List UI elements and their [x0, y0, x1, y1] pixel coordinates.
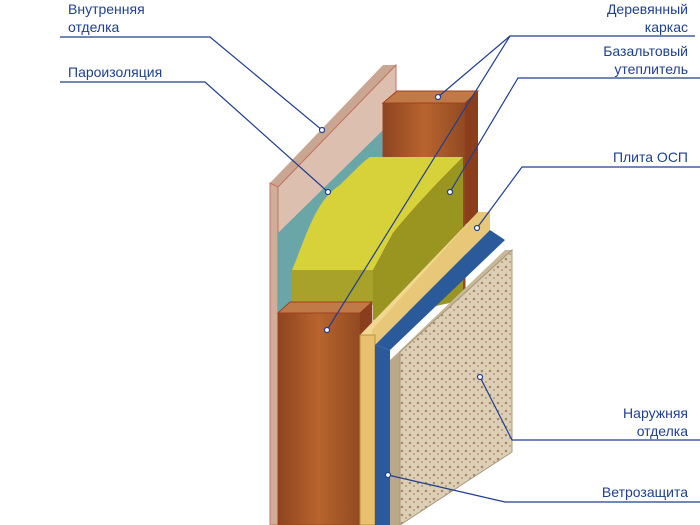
label-exterior-finish: Наружняя отделка — [623, 404, 688, 440]
label-wood-frame: Деревянный каркас — [607, 0, 688, 36]
label-line: Внутренняя — [68, 1, 145, 17]
label-line: Пароизоляция — [68, 64, 163, 80]
label-line: каркас — [644, 19, 688, 35]
label-line: Плита ОСП — [612, 149, 688, 165]
front-wood-stud — [276, 301, 374, 525]
leader-lines — [60, 35, 700, 503]
label-basalt-insulation: Базальтовый утеплитель — [603, 42, 688, 78]
label-line: утеплитель — [614, 61, 688, 77]
label-line: Базальтовый — [603, 43, 688, 59]
leader-dots — [318, 93, 484, 479]
label-line: Наружняя — [623, 405, 688, 421]
exterior-finish-layer — [390, 248, 513, 525]
label-line: отделка — [68, 19, 120, 35]
label-wind-barrier: Ветрозащита — [602, 483, 688, 501]
label-line: отделка — [636, 423, 688, 439]
label-osb-board: Плита ОСП — [613, 148, 688, 166]
label-interior-finish: Внутренняя отделка — [68, 0, 145, 36]
label-line: Деревянный — [606, 1, 688, 17]
label-line: Ветрозащита — [601, 484, 688, 500]
osb-board-layer — [359, 212, 490, 525]
label-vapor-barrier: Пароизоляция — [68, 63, 162, 81]
wind-barrier-layer — [375, 230, 505, 525]
